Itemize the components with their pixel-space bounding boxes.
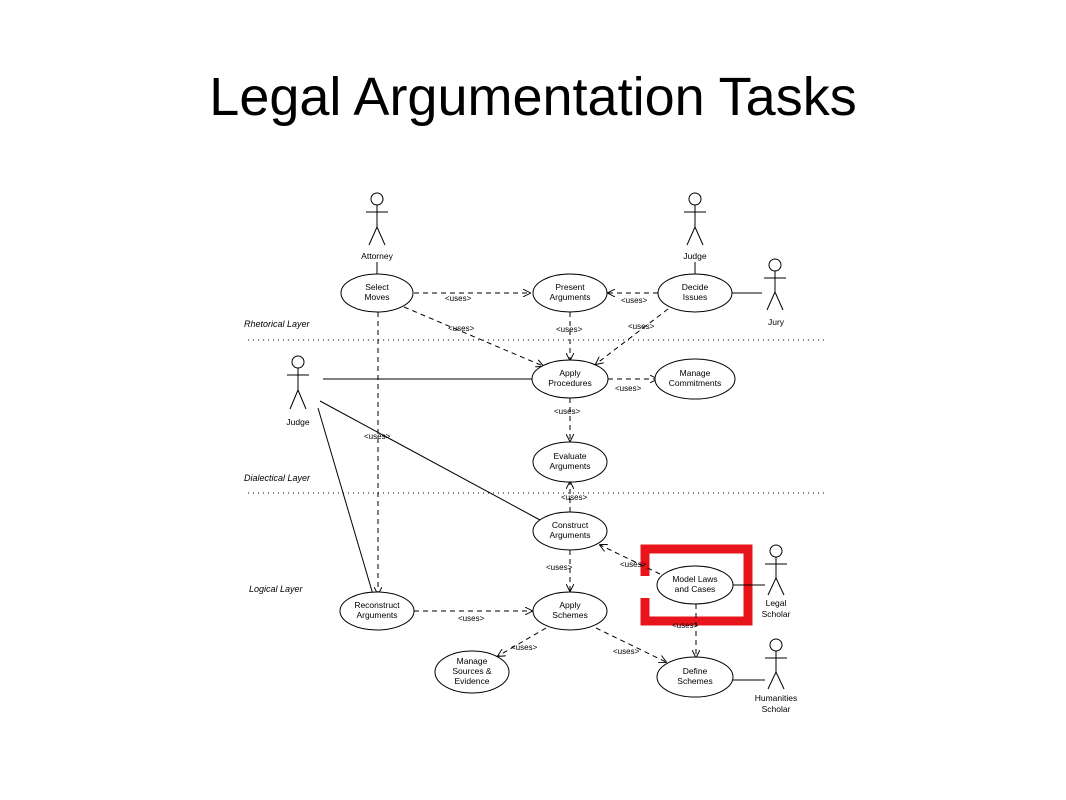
usecase-present-arguments: Present Arguments xyxy=(532,273,608,313)
uses-label: <uses> xyxy=(448,324,475,333)
usecase-label-line: Sources & xyxy=(452,666,492,676)
actor-label: Judge xyxy=(683,251,706,261)
actor-label: Attorney xyxy=(361,251,393,261)
usecase-label-line: Schemes xyxy=(552,610,587,620)
usecase-label-line: Arguments xyxy=(356,610,397,620)
layer-label-dialectical: Dialectical Layer xyxy=(244,473,311,483)
usecase-label-line: Select xyxy=(365,282,389,292)
usecase-define-schemes: Define Schemes xyxy=(656,656,734,698)
usecase-select-moves: Select Moves xyxy=(340,273,414,313)
dep-apply-define xyxy=(595,627,666,662)
stick-figure-icon xyxy=(366,192,388,246)
stick-figure-icon xyxy=(764,258,786,311)
usecase-label-line: and Cases xyxy=(675,584,716,594)
usecase-decide-issues: Decide Issues xyxy=(657,273,733,313)
layer-label-rhetorical: Rhetorical Layer xyxy=(244,319,311,329)
actor-label: Scholar xyxy=(762,704,791,714)
actor-attorney: Attorney xyxy=(361,192,394,261)
dep-apply-sources xyxy=(498,627,547,656)
usecase-label-line: Evaluate xyxy=(553,451,586,461)
usecase-label-line: Arguments xyxy=(549,530,590,540)
actor-judge-left: Judge xyxy=(286,355,310,427)
actor-label: Humanities xyxy=(755,693,798,703)
usecase-label-line: Apply xyxy=(559,600,581,610)
uses-label: <uses> xyxy=(554,407,581,416)
actor-jury: Jury xyxy=(764,258,786,327)
dep-model-construct xyxy=(600,545,661,575)
usecase-manage-commitments: Manage Commitments xyxy=(654,358,736,400)
usecase-label-line: Manage xyxy=(457,656,488,666)
actor-legal-scholar: Legal Scholar xyxy=(762,544,791,619)
usecase-label-line: Commitments xyxy=(669,378,721,388)
usecase-construct-arguments: Construct Arguments xyxy=(532,511,608,551)
usecase-label-line: Arguments xyxy=(549,461,590,471)
usecase-label-line: Evidence xyxy=(455,676,490,686)
actor-judge-top: Judge xyxy=(683,192,707,261)
usecase-evaluate-arguments: Evaluate Arguments xyxy=(532,441,608,483)
usecase-label-line: Reconstruct xyxy=(354,600,400,610)
usecase-manage-sources-evidence: Manage Sources & Evidence xyxy=(434,650,510,694)
stick-figure-icon xyxy=(287,355,309,410)
usecase-label-line: Moves xyxy=(364,292,389,302)
usecase-label-line: Procedures xyxy=(548,378,591,388)
stick-figure-icon xyxy=(765,544,787,596)
uses-label: <uses> xyxy=(561,493,588,502)
uses-label: <uses> xyxy=(672,621,699,630)
usecase-label-line: Model Laws xyxy=(672,574,717,584)
usecase-apply-procedures: Apply Procedures xyxy=(531,359,609,399)
usecase-label-line: Define xyxy=(683,666,708,676)
stick-figure-icon xyxy=(765,638,787,690)
usecase-label-line: Arguments xyxy=(549,292,590,302)
layer-label-logical: Logical Layer xyxy=(249,584,304,594)
uses-label: <uses> xyxy=(546,563,573,572)
uses-label: <uses> xyxy=(620,560,647,569)
uses-labels: <uses> <uses> <uses> <uses> <uses> <uses… xyxy=(364,294,699,656)
actor-label: Jury xyxy=(768,317,785,327)
actor-label: Legal xyxy=(766,598,787,608)
actor-humanities-scholar: Humanities Scholar xyxy=(755,638,798,714)
usecase-model-laws-cases: Model Laws and Cases xyxy=(656,565,734,605)
usecase-label-line: Present xyxy=(555,282,585,292)
usecase-label-line: Manage xyxy=(680,368,711,378)
usecase-apply-schemes: Apply Schemes xyxy=(532,591,608,631)
slide-title: Legal Argumentation Tasks xyxy=(209,67,857,127)
uses-label: <uses> xyxy=(458,614,485,623)
uses-label: <uses> xyxy=(364,432,391,441)
stick-figure-icon xyxy=(684,192,706,246)
usecase-label-line: Issues xyxy=(683,292,708,302)
actor-label: Scholar xyxy=(762,609,791,619)
usecase-label-line: Decide xyxy=(682,282,709,292)
uses-label: <uses> xyxy=(511,643,538,652)
uses-label: <uses> xyxy=(613,647,640,656)
actor-label: Judge xyxy=(286,417,309,427)
dep-select-procedures xyxy=(403,306,543,366)
usecase-reconstruct-arguments: Reconstruct Arguments xyxy=(339,591,415,631)
uses-label: <uses> xyxy=(621,296,648,305)
uses-label: <uses> xyxy=(628,322,655,331)
usecase-label-line: Apply xyxy=(559,368,581,378)
assoc-judge-reconstruct xyxy=(317,407,375,599)
assoc-judge-construct xyxy=(319,400,541,521)
uses-label: <uses> xyxy=(556,325,583,334)
dep-decide-procedures xyxy=(596,308,669,364)
uses-label: <uses> xyxy=(445,294,472,303)
usecase-label-line: Schemes xyxy=(677,676,712,686)
usecase-label-line: Construct xyxy=(552,520,589,530)
uses-label: <uses> xyxy=(615,384,642,393)
